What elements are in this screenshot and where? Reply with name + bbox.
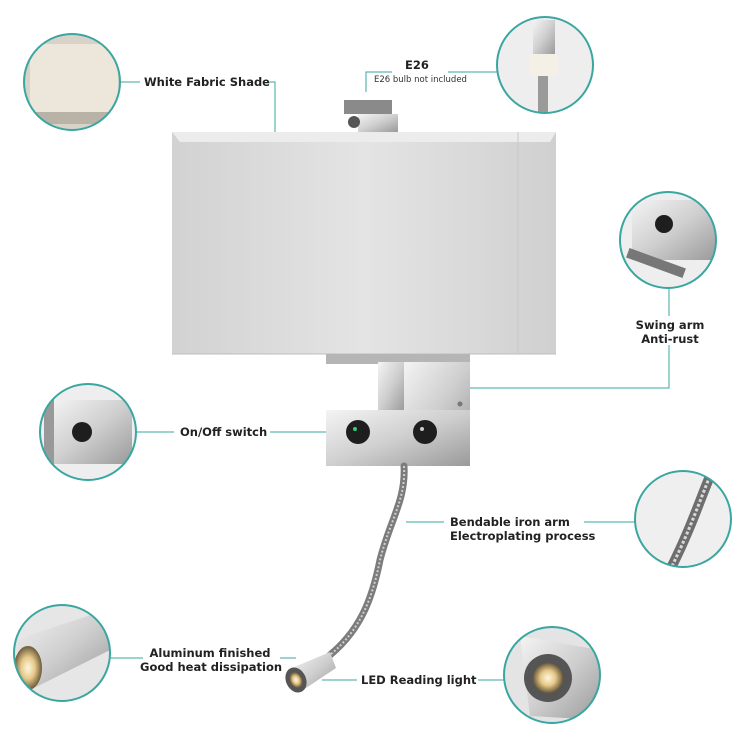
callout-lines: [110, 71, 670, 681]
aluminum-line1: Aluminum finished: [149, 646, 271, 660]
lamp-shade: [172, 132, 556, 355]
top-bracket: [344, 100, 398, 132]
arm-line2: Electroplating process: [450, 529, 596, 543]
gooseneck-closeup-icon: [634, 470, 732, 568]
led-head: [285, 652, 336, 693]
e26-title: E26: [405, 58, 429, 72]
aluminum-closeup-icon: [13, 604, 111, 702]
switch-closeup-icon: [39, 383, 137, 481]
e26-note: E26 bulb not included: [374, 75, 467, 85]
aluminum-line2: Good heat dissipation: [140, 660, 283, 674]
arm-label: Bendable iron arm Electroplating process: [450, 515, 595, 543]
swing-arm-line2: Anti-rust: [641, 332, 699, 346]
gooseneck-arm: [326, 462, 408, 659]
wall-plate: [326, 354, 470, 466]
aluminum-label: Aluminum finished Good heat dissipation: [140, 646, 283, 674]
swing-arm-label: Swing arm Anti-rust: [630, 318, 710, 346]
swing-arm-line1: Swing arm: [635, 318, 705, 332]
led-label: LED Reading light: [361, 673, 477, 687]
fabric-swatch-icon: [23, 33, 121, 131]
arm-line1: Bendable iron arm: [450, 515, 570, 529]
shade-label: White Fabric Shade: [144, 75, 270, 89]
bulb-socket-icon: [496, 16, 594, 114]
switch-left-icon: [346, 420, 370, 444]
switch-right-icon: [413, 420, 437, 444]
switch-label: On/Off switch: [180, 425, 268, 439]
led-head-closeup-icon: [503, 626, 601, 724]
swing-arm-icon: [619, 191, 717, 289]
